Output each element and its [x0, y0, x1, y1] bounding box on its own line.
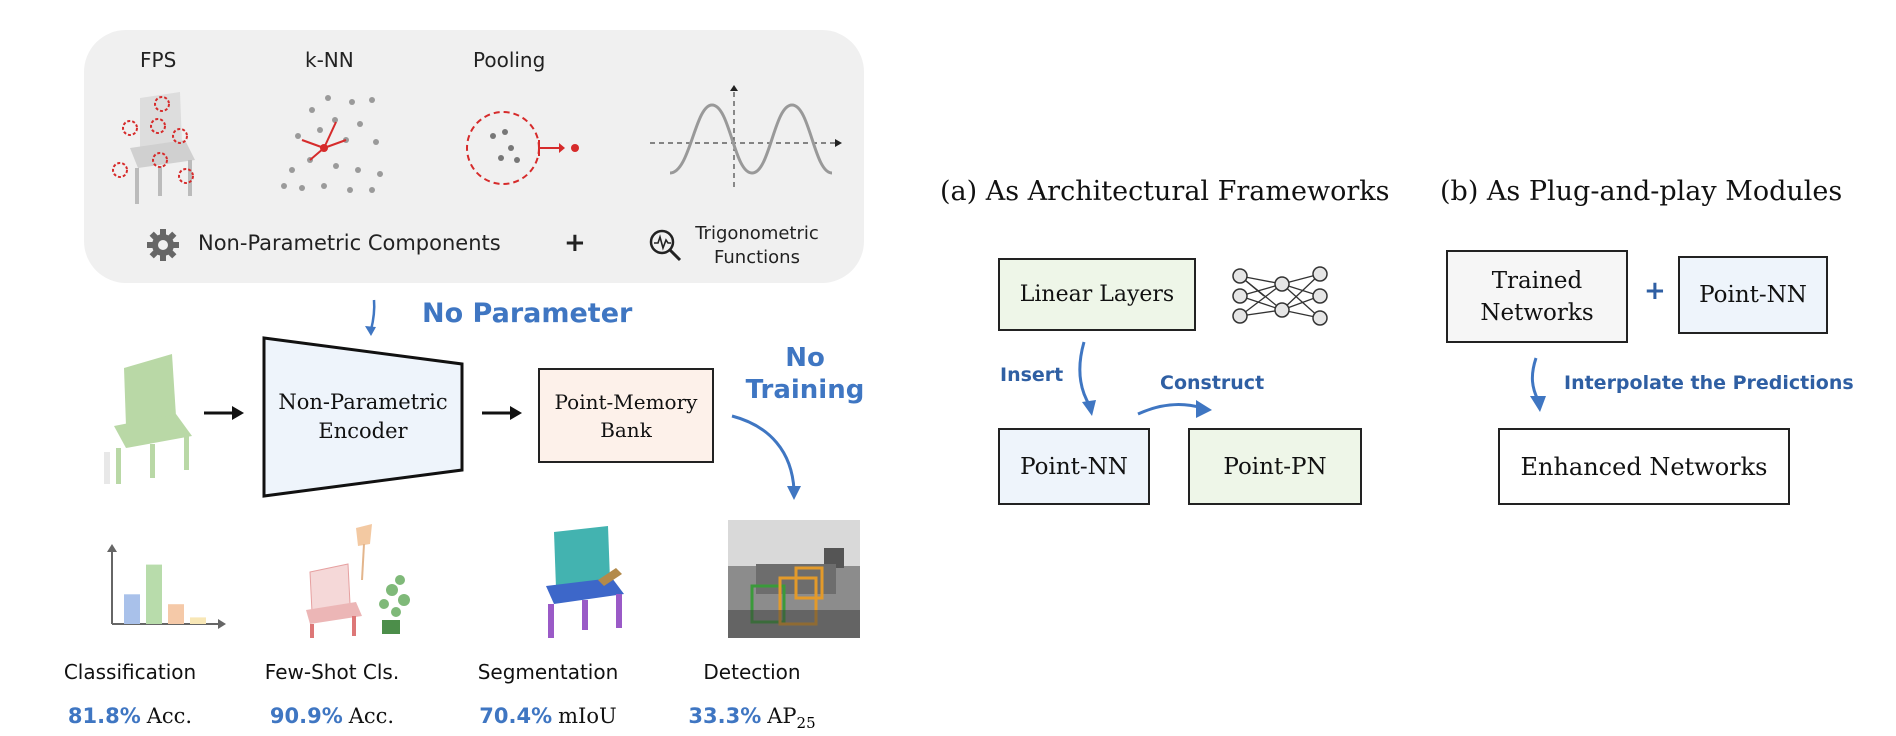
neural-network-icon	[1232, 266, 1328, 326]
enhanced-networks-box: Enhanced Networks	[1498, 428, 1790, 505]
task-metric-line: 70.4%mIoU	[468, 704, 628, 728]
task-item: Few-Shot Cls. 90.9%Acc.	[252, 660, 412, 728]
construct-arrow	[1137, 400, 1212, 418]
classification-bar	[146, 564, 162, 624]
task-item: Segmentation 70.4%mIoU	[468, 660, 628, 728]
task-metric: AP	[767, 704, 797, 728]
task-name: Segmentation	[477, 660, 619, 684]
encoder-label-line1: Non-Parametric	[278, 390, 448, 414]
gear-icon	[147, 229, 179, 261]
classification-bar	[168, 604, 184, 624]
few-shot-chair-plant-illustration	[306, 524, 410, 638]
magnifier-wave-icon	[649, 229, 682, 262]
panel-a-title: (a) As Architectural Frameworks	[940, 176, 1390, 207]
point-memory-bank-box: Point-Memory Bank	[538, 368, 714, 463]
plus-sign-b: +	[1644, 276, 1666, 306]
linear-layers-box: Linear Layers	[998, 258, 1196, 331]
nonparametric-components-label: Non-Parametric Components	[198, 231, 501, 255]
pooling-illustration	[466, 111, 579, 185]
task-metric-subscript: 25	[796, 714, 816, 733]
point-nn-box-b: Point-NN	[1678, 256, 1828, 334]
nonparametric-encoder-shape	[262, 336, 464, 498]
classification-bar-chart	[107, 544, 226, 629]
insert-arrow	[1078, 341, 1096, 416]
trig-label-line2: Functions	[714, 247, 800, 268]
task-item: Classification 81.8%Acc.	[50, 660, 210, 728]
task-name: Few-Shot Cls.	[264, 660, 400, 684]
segmentation-chair-illustration	[546, 526, 624, 638]
task-value: 33.3%	[688, 704, 762, 728]
arrow-to-memory-bank	[482, 406, 522, 420]
task-item: Detection 33.3%AP25	[672, 660, 832, 732]
memory-bank-line2: Bank	[600, 417, 652, 442]
trig-function-illustration	[650, 85, 842, 187]
fps-chair-illustration	[112, 92, 195, 204]
point-pn-box: Point-PN	[1188, 428, 1362, 505]
panel-b-title: (b) As Plug-and-play Modules	[1440, 176, 1843, 207]
task-name: Classification	[63, 660, 197, 684]
insert-label: Insert	[1000, 364, 1064, 386]
fps-label: FPS	[140, 48, 177, 72]
task-metric: mIoU	[558, 704, 617, 728]
knn-label: k-NN	[305, 48, 354, 72]
no-training-label: No Training	[740, 342, 870, 406]
interpolate-predictions-label: Interpolate the Predictions	[1564, 372, 1854, 394]
encoder-label-line2: Encoder	[318, 419, 408, 443]
curved-arrow-to-tasks	[731, 414, 801, 500]
task-value: 81.8%	[67, 704, 141, 728]
point-nn-box-a: Point-NN	[998, 428, 1150, 505]
no-training-line2: Training	[745, 375, 865, 405]
classification-bar	[124, 594, 140, 624]
arrow-to-encoder	[204, 406, 244, 420]
input-point-cloud-chair	[104, 354, 192, 484]
classification-bar	[190, 617, 206, 624]
no-parameter-label: No Parameter	[422, 298, 633, 329]
trig-label-line1: Trigonometric	[695, 223, 819, 244]
interpolate-arrow	[1530, 357, 1546, 412]
trained-networks-box: Trained Networks	[1446, 250, 1628, 343]
task-value: 70.4%	[479, 704, 553, 728]
task-metric: Acc.	[146, 704, 193, 728]
knn-illustration	[281, 95, 383, 193]
trained-networks-line2: Networks	[1480, 299, 1594, 326]
no-training-line1: No	[785, 343, 825, 373]
task-metric: Acc.	[348, 704, 395, 728]
construct-label: Construct	[1160, 372, 1265, 394]
pooling-label: Pooling	[473, 48, 546, 72]
detection-scene-illustration	[728, 520, 860, 638]
task-name: Detection	[703, 660, 801, 684]
plus-sign: +	[564, 228, 586, 258]
task-metric-line: 81.8%Acc.	[50, 704, 210, 728]
down-arrow-icon	[365, 299, 376, 336]
trigonometric-functions-label: Trigonometric Functions	[692, 222, 822, 270]
memory-bank-line1: Point-Memory	[554, 389, 698, 414]
task-value: 90.9%	[269, 704, 343, 728]
task-metric-line: 90.9%Acc.	[252, 704, 412, 728]
trained-networks-line1: Trained	[1491, 267, 1583, 294]
encoder-label: Non-Parametric Encoder	[268, 388, 458, 446]
task-metric-line: 33.3%AP25	[672, 704, 832, 732]
